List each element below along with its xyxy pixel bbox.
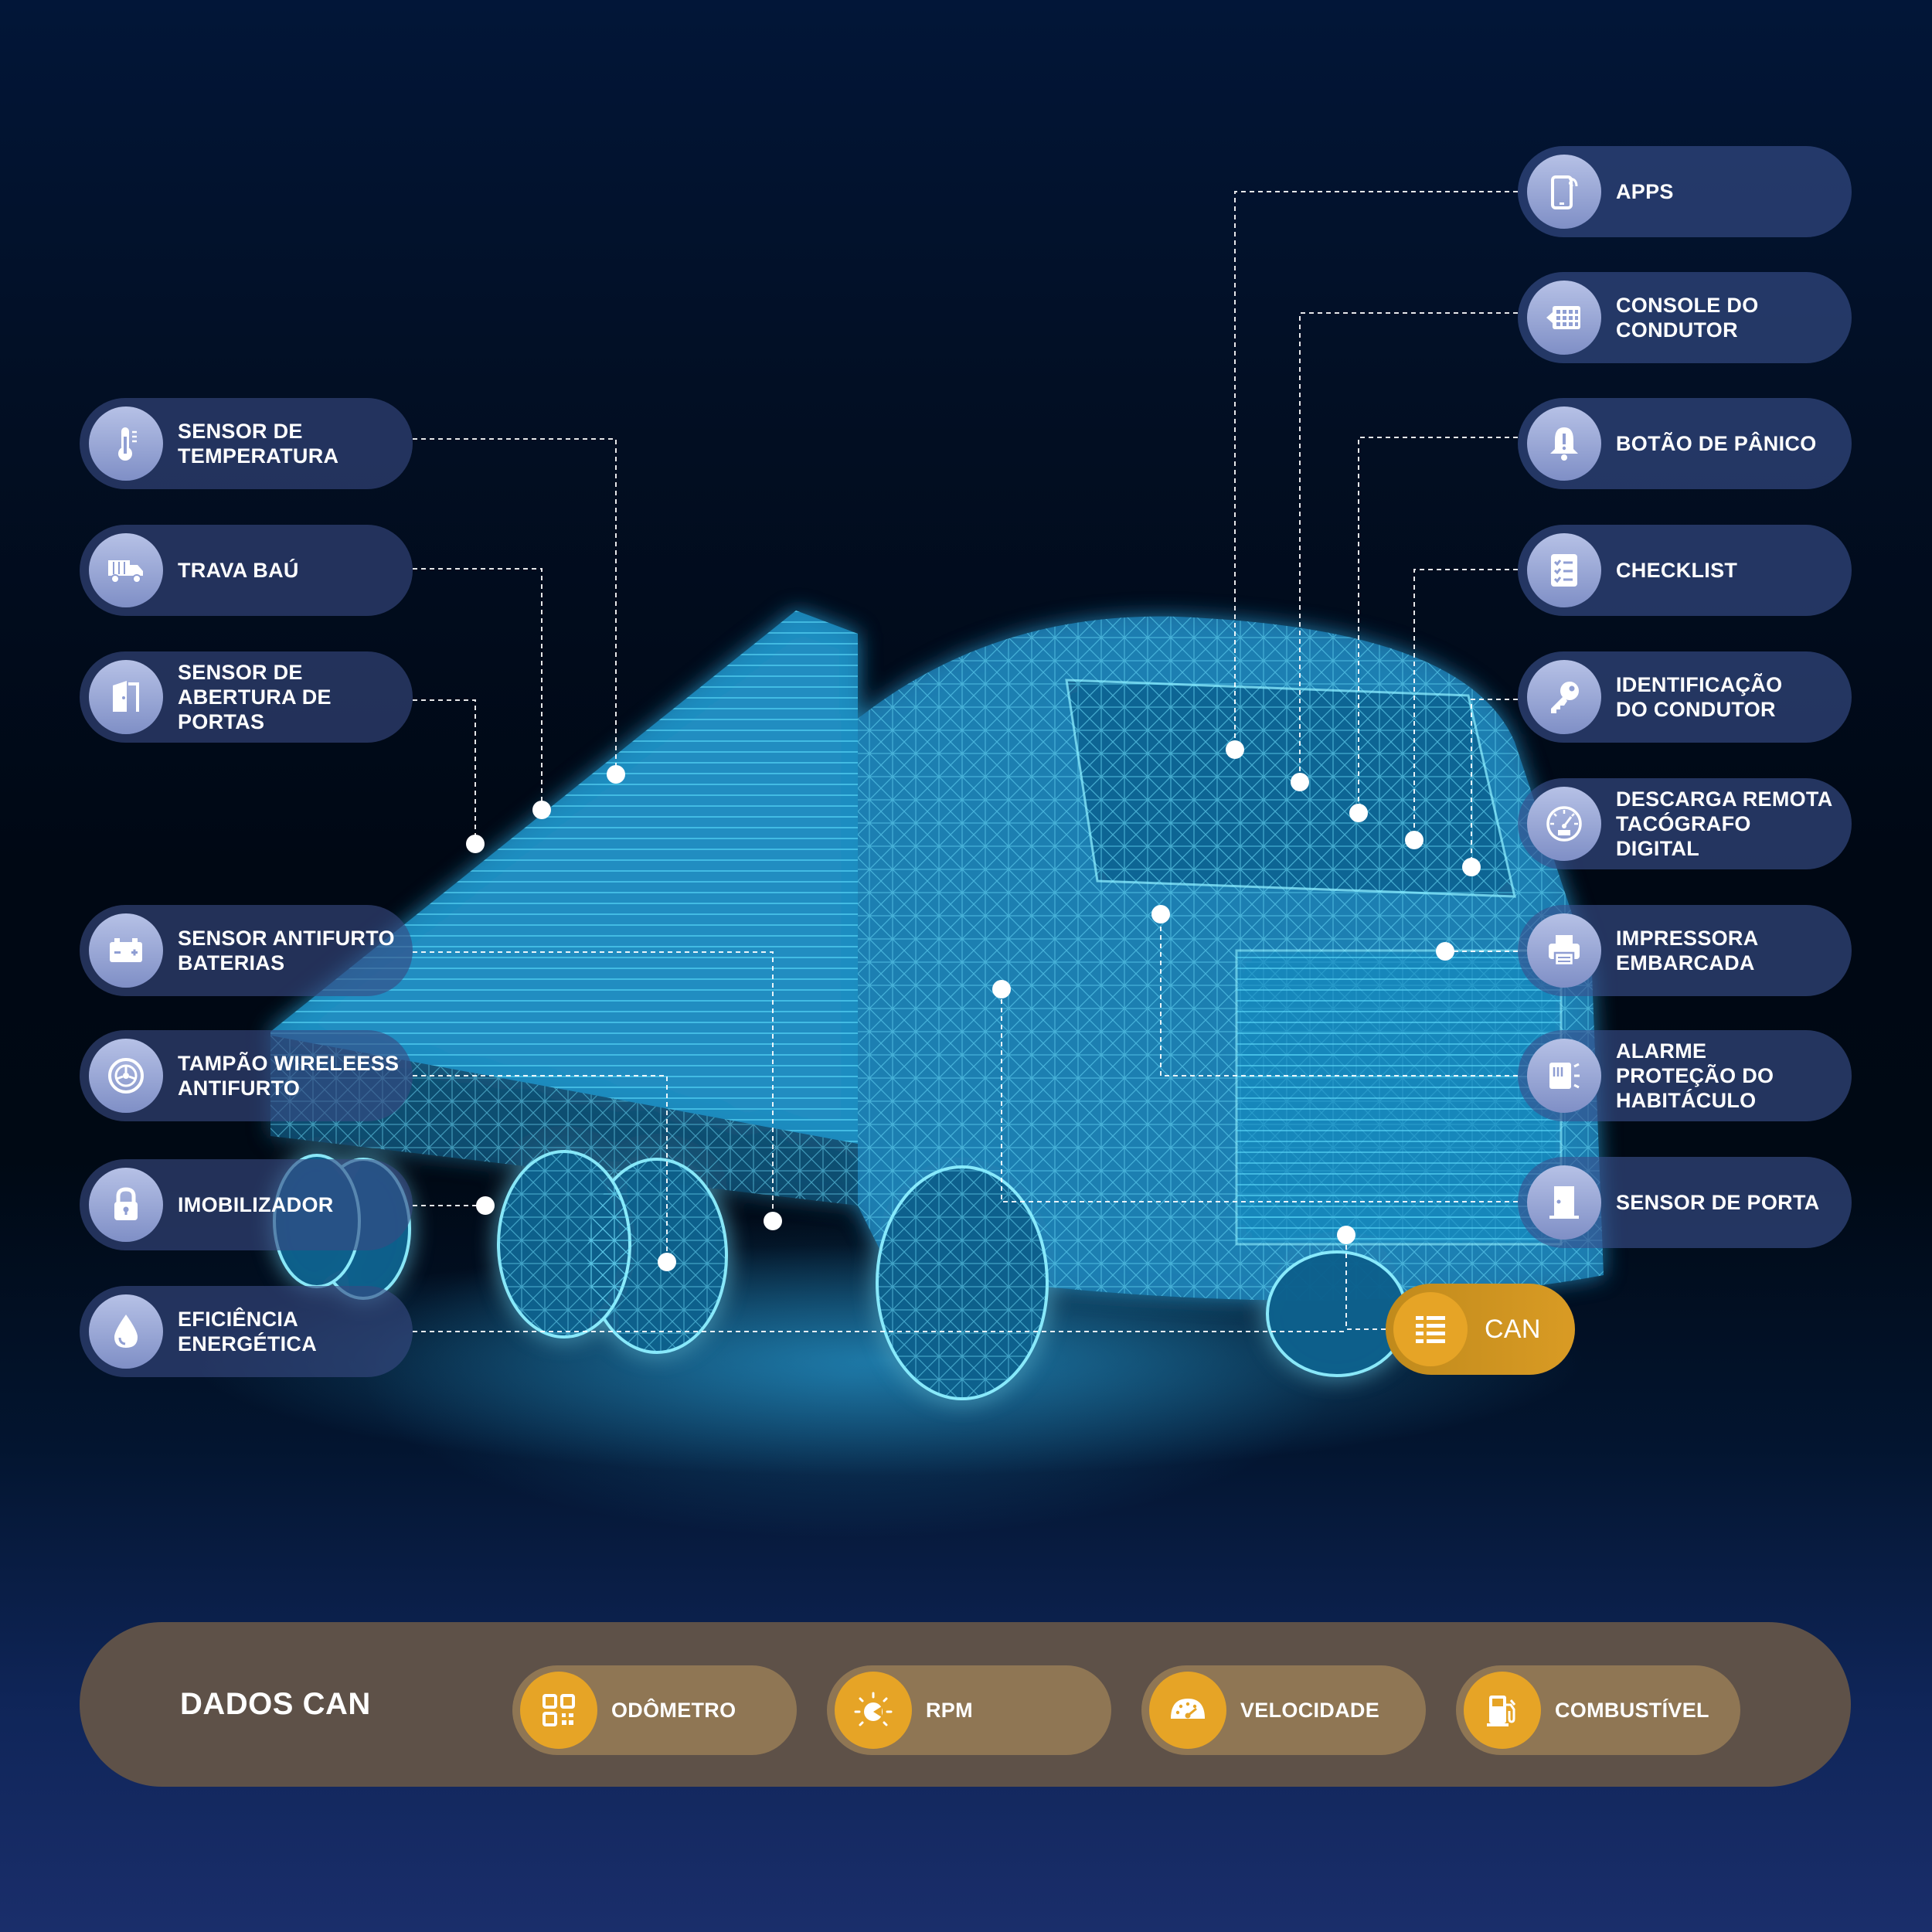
item-label: SENSOR DE ABERTURA DE PORTAS (178, 661, 332, 733)
item-identificacao-condutor[interactable]: IDENTIFICAÇÃO DO CONDUTOR (1518, 651, 1852, 743)
qr-icon (520, 1672, 597, 1749)
connector-dot (992, 980, 1011, 998)
connector-dot (1436, 942, 1454, 961)
fuel-pump-icon (1464, 1672, 1541, 1749)
dados-can-label: VELOCIDADE (1240, 1699, 1380, 1722)
speed-gauge-icon (1149, 1672, 1226, 1749)
item-label: ALARME PROTEÇÃO DO HABITÁCULO (1616, 1039, 1774, 1112)
can-bus-icon (1393, 1292, 1468, 1366)
item-label: TRAVA BAÚ (178, 559, 299, 582)
connector-dot (658, 1253, 676, 1271)
item-label: IMOBILIZADOR (178, 1193, 334, 1216)
alarm-sensor-icon (1527, 1039, 1601, 1113)
item-tampao-wireless[interactable]: TAMPÃO WIRELEESS ANTIFURTO (80, 1030, 413, 1121)
item-label: CHECKLIST (1616, 559, 1738, 582)
connector-dot (607, 765, 625, 784)
item-label: CONSOLE DO CONDUTOR (1616, 294, 1759, 342)
item-botao-panico[interactable]: BOTÃO DE PÂNICO (1518, 398, 1852, 489)
door-open-icon (89, 660, 163, 734)
item-label: IDENTIFICAÇÃO DO CONDUTOR (1616, 673, 1783, 721)
item-apps[interactable]: APPS (1518, 146, 1852, 237)
dados-can-bar: DADOS CAN ODÔMETRO RPM VELOCIDADE COMBUS… (80, 1622, 1851, 1787)
dados-can-label: RPM (926, 1699, 973, 1722)
item-label: APPS (1616, 180, 1674, 203)
door-icon (1527, 1165, 1601, 1240)
item-sensor-abertura-portas[interactable]: SENSOR DE ABERTURA DE PORTAS (80, 651, 413, 743)
bell-icon (1527, 406, 1601, 481)
item-alarme-habitaculo[interactable]: ALARME PROTEÇÃO DO HABITÁCULO (1518, 1030, 1852, 1121)
dados-can-label: ODÔMETRO (611, 1699, 736, 1722)
connector-dot (764, 1212, 782, 1230)
keypad-icon (1527, 281, 1601, 355)
dados-can-rpm[interactable]: RPM (827, 1665, 1111, 1755)
thermometer-icon (89, 406, 163, 481)
item-trava-bau[interactable]: TRAVA BAÚ (80, 525, 413, 616)
dados-can-velocidade[interactable]: VELOCIDADE (1141, 1665, 1426, 1755)
item-sensor-antifurto-baterias[interactable]: SENSOR ANTIFURTO BATERIAS (80, 905, 413, 996)
can-button[interactable]: CAN (1386, 1284, 1575, 1375)
printer-icon (1527, 913, 1601, 988)
connector-dot (1151, 905, 1170, 923)
item-imobilizador[interactable]: IMOBILIZADOR (80, 1159, 413, 1250)
connector-dot (1462, 858, 1481, 876)
item-console-condutor[interactable]: CONSOLE DO CONDUTOR (1518, 272, 1852, 363)
speedometer-icon (1527, 787, 1601, 861)
smartphone-icon (1527, 155, 1601, 229)
item-label: EFICIÊNCIA ENERGÉTICA (178, 1308, 318, 1355)
connector-dot (1405, 831, 1423, 849)
truck-icon (89, 533, 163, 607)
can-label: CAN (1485, 1315, 1541, 1344)
key-icon (1527, 660, 1601, 734)
item-label: TAMPÃO WIRELEESS ANTIFURTO (178, 1052, 400, 1100)
connector-dot (476, 1196, 495, 1215)
dados-can-odometro[interactable]: ODÔMETRO (512, 1665, 797, 1755)
connector-dot (466, 835, 485, 853)
lock-icon (89, 1168, 163, 1242)
item-label: SENSOR DE PORTA (1616, 1191, 1820, 1214)
item-sensor-temperatura[interactable]: SENSOR DE TEMPERATURA (80, 398, 413, 489)
item-eficiencia-energetica[interactable]: EFICIÊNCIA ENERGÉTICA (80, 1286, 413, 1377)
item-impressora-embarcada[interactable]: IMPRESSORA EMBARCADA (1518, 905, 1852, 996)
item-sensor-porta[interactable]: SENSOR DE PORTA (1518, 1157, 1852, 1248)
item-label: BOTÃO DE PÂNICO (1616, 432, 1817, 455)
dados-can-label: COMBUSTÍVEL (1555, 1699, 1709, 1722)
connector-dot (1349, 804, 1368, 822)
connector-dot (532, 801, 551, 819)
item-label: DESCARGA REMOTA TACÓGRAFO DIGITAL (1616, 787, 1833, 860)
item-label: SENSOR DE TEMPERATURA (178, 420, 339, 468)
rpm-gauge-icon (835, 1672, 912, 1749)
drop-icon (89, 1294, 163, 1369)
item-descarga-tacografo[interactable]: DESCARGA REMOTA TACÓGRAFO DIGITAL (1518, 778, 1852, 869)
item-label: SENSOR ANTIFURTO BATERIAS (178, 927, 395, 975)
fuel-cap-icon (89, 1039, 163, 1113)
battery-icon (89, 913, 163, 988)
connector-dot (1337, 1226, 1355, 1244)
connector-dot (1291, 773, 1309, 791)
item-checklist[interactable]: CHECKLIST (1518, 525, 1852, 616)
checklist-icon (1527, 533, 1601, 607)
item-label: IMPRESSORA EMBARCADA (1616, 927, 1759, 975)
connector-dot (1226, 740, 1244, 759)
dados-can-title: DADOS CAN (180, 1687, 371, 1721)
dados-can-combustivel[interactable]: COMBUSTÍVEL (1456, 1665, 1740, 1755)
